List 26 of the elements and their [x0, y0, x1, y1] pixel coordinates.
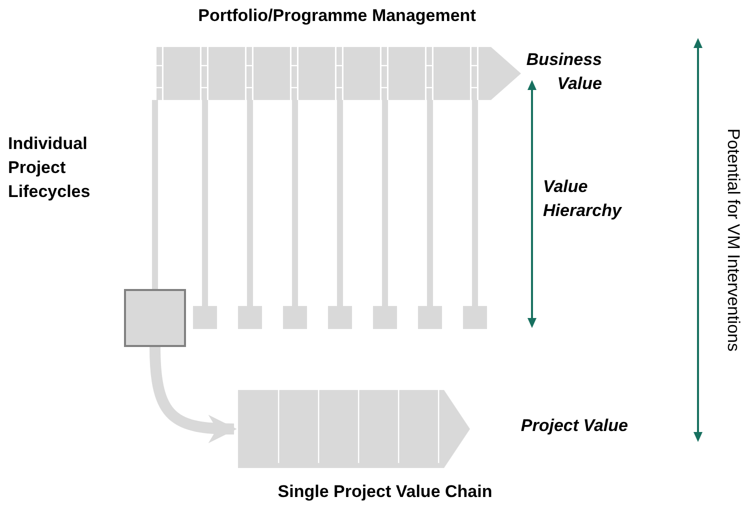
milestone-box	[238, 306, 262, 329]
lifecycle-bar	[382, 100, 388, 306]
text-label: Value Hierarchy	[543, 176, 623, 222]
milestone-box	[418, 306, 442, 329]
lifecycle-bar	[247, 100, 253, 306]
milestone-box	[193, 306, 217, 329]
text-label: Individual Project Lifecycles	[8, 133, 92, 203]
milestone-box	[463, 306, 487, 329]
axis-label: Potential for VM Interventions	[723, 127, 743, 354]
milestone-box	[328, 306, 352, 329]
chevron-arrow	[238, 390, 470, 468]
stage-box	[124, 289, 186, 347]
lifecycle-bar	[292, 100, 298, 306]
lifecycle-bar	[202, 100, 208, 306]
text-label: Business Value	[525, 49, 602, 95]
lifecycle-bar	[427, 100, 433, 306]
chevron-arrow	[155, 47, 521, 100]
milestone-box	[373, 306, 397, 329]
lifecycle-bar	[152, 100, 158, 289]
text-label: Project Value	[520, 415, 628, 437]
lifecycle-bar	[472, 100, 478, 306]
lifecycle-bar	[337, 100, 343, 306]
curved-arrow	[150, 346, 237, 443]
text-label: Single Project Value Chain	[276, 481, 494, 503]
milestone-box	[283, 306, 307, 329]
text-label: Portfolio/Programme Management	[197, 5, 477, 27]
